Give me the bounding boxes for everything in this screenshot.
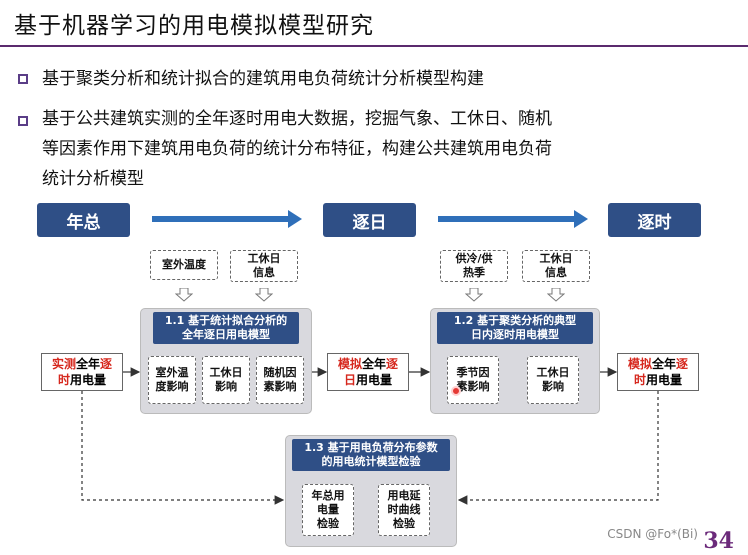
page-title: 基于机器学习的用电模拟模型研究	[14, 13, 374, 39]
arrow-right-icon	[288, 210, 302, 228]
arrow-down-icon	[547, 288, 565, 302]
phase-hourly: 逐时	[608, 203, 701, 237]
measured-hourly-energy: 实测全年逐 时用电量	[41, 353, 123, 391]
check-duration-curve: 用电延时曲线检验	[378, 484, 430, 536]
flow-arrow-line	[152, 216, 288, 222]
arrow-down-icon	[255, 288, 273, 302]
phase-daily: 逐日	[323, 203, 416, 237]
factor-random: 随机因素影响	[256, 356, 304, 404]
bullet-text-1: 基于聚类分析和统计拟合的建筑用电负荷统计分析模型构建	[42, 69, 484, 89]
title-divider	[0, 45, 748, 47]
bullet-text-2-line1: 基于公共建筑实测的全年逐时用电大数据，挖掘气象、工休日、随机	[42, 109, 552, 129]
module-1-3-title: 1.3 基于用电负荷分布参数的用电统计模型检验	[292, 439, 450, 471]
input-workday-info-1: 工休日信息	[230, 250, 298, 282]
bullet-square-icon	[18, 116, 28, 126]
simulated-daily-energy: 模拟全年逐 日用电量	[327, 353, 409, 391]
input-cooling-heating-season: 供冷/供热季	[440, 250, 508, 282]
factor-outdoor-temp: 室外温度影响	[148, 356, 196, 404]
arrow-down-icon	[175, 288, 193, 302]
arrow-right-icon	[574, 210, 588, 228]
bullet-text-2-line2: 等因素作用下建筑用电负荷的统计分布特征，构建公共建筑用电负荷	[42, 139, 552, 159]
module-1-1: 1.1 基于统计拟合分析的全年逐日用电模型 室外温度影响 工休日影响 随机因素影…	[140, 308, 312, 414]
factor-workday: 工休日影响	[202, 356, 250, 404]
bullet-text-2-line3: 统计分析模型	[42, 169, 144, 189]
module-1-2: 1.2 基于聚类分析的典型日内逐时用电模型 季节因素影响 工休日影响	[430, 308, 600, 414]
watermark: CSDN @Fo*(Bi)	[607, 527, 698, 541]
arrow-down-icon	[465, 288, 483, 302]
phase-annual: 年总	[37, 203, 130, 237]
module-1-3: 1.3 基于用电负荷分布参数的用电统计模型检验 年总用电量检验 用电延时曲线检验	[285, 435, 457, 547]
flow-arrow-line	[438, 216, 574, 222]
bullet-square-icon	[18, 74, 28, 84]
factor-season: 季节因素影响	[447, 356, 499, 404]
page-number: 34	[703, 528, 734, 554]
factor-workday-hourly: 工休日影响	[527, 356, 579, 404]
cursor-dot-icon	[451, 386, 461, 396]
module-1-1-title: 1.1 基于统计拟合分析的全年逐日用电模型	[153, 312, 299, 344]
input-workday-info-2: 工休日信息	[522, 250, 590, 282]
check-annual-energy: 年总用电量检验	[302, 484, 354, 536]
input-outdoor-temp: 室外温度	[150, 250, 218, 280]
module-1-2-title: 1.2 基于聚类分析的典型日内逐时用电模型	[437, 312, 593, 344]
simulated-hourly-energy: 模拟全年逐 时用电量	[617, 353, 699, 391]
